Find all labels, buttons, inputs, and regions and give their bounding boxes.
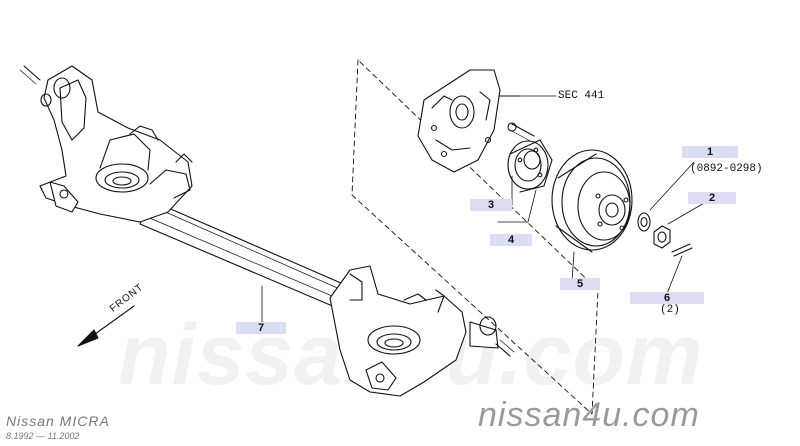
washer	[637, 212, 651, 232]
callout-1[interactable]: 1	[682, 146, 738, 158]
dashed-group-frame	[351, 59, 599, 415]
callout-7[interactable]: 7	[236, 322, 286, 334]
callout-4[interactable]: 4	[490, 234, 532, 246]
model-years: 8.1992 — 11.2002	[6, 431, 80, 441]
front-arrow	[77, 305, 135, 347]
callout-5[interactable]: 5	[560, 278, 600, 290]
brake-backing-plate	[417, 69, 521, 173]
part-1-date-note: (0892-0298)	[690, 163, 763, 175]
brake-drum	[551, 149, 633, 253]
cotter-pin	[671, 243, 693, 257]
hub-nut	[653, 225, 671, 249]
model-name: Nissan MICRA	[6, 413, 110, 429]
hub-assembly	[507, 139, 553, 193]
callout-3[interactable]: 3	[470, 199, 512, 211]
rear-axle-beam	[19, 65, 515, 397]
watermark-small: nissan4u.com	[478, 396, 700, 434]
part-6-quantity: (2)	[660, 304, 680, 316]
callout-6[interactable]: 6	[630, 292, 704, 304]
callout-2[interactable]: 2	[688, 192, 736, 204]
sec-441-reference: SEC 441	[558, 90, 605, 102]
